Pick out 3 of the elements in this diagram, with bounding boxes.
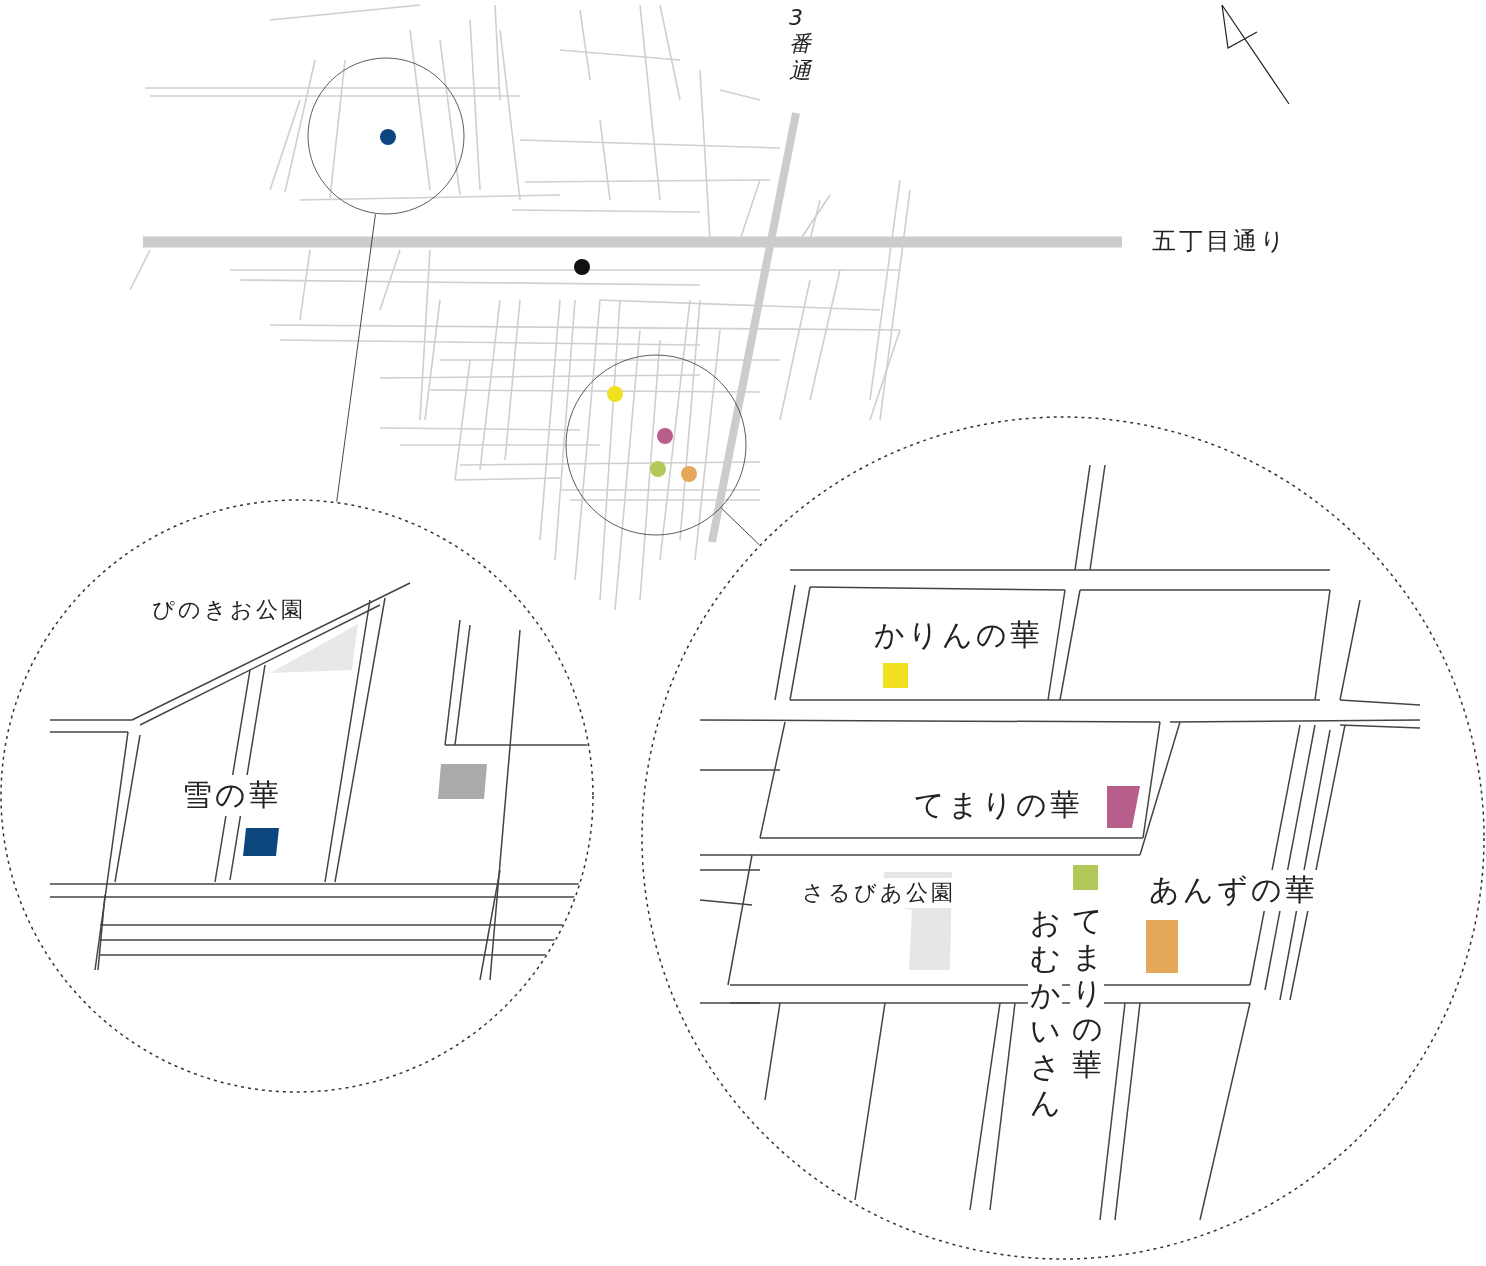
leader-line	[336, 213, 376, 503]
facility-name: あんずの華	[1147, 870, 1320, 911]
leader-line	[721, 507, 760, 546]
